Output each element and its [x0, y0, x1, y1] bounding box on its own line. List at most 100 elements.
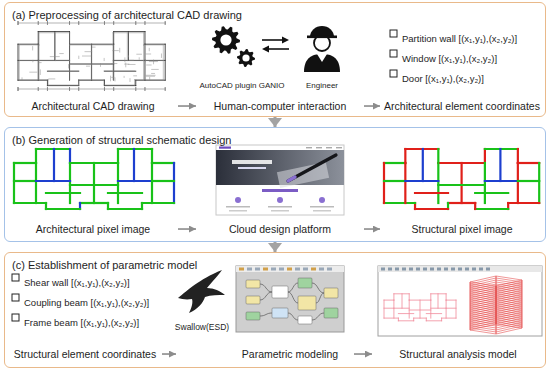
tower-column [496, 276, 497, 324]
component-wire [260, 292, 272, 300]
plan-wall-line [398, 320, 413, 321]
step-block: Cloud design platform [196, 141, 364, 240]
dimension-tick [69, 87, 70, 91]
exchange-arrow [267, 48, 289, 50]
component-block [272, 308, 288, 318]
text-slot: Door [(x₁,y₁),(x₂,y₂)] [402, 68, 542, 86]
plan-wall-line [104, 84, 135, 85]
toolbar-icon [444, 268, 448, 271]
plan-wall-line [14, 202, 46, 204]
plan-wall-line [38, 31, 69, 32]
plan-wall-line [384, 308, 394, 309]
dimension-tick [144, 87, 145, 91]
dimension-tick [104, 87, 105, 91]
toolbar-bar [378, 266, 542, 272]
plan-wall-line [39, 32, 70, 33]
cad-detail [32, 60, 33, 62]
plan-wall-line [18, 44, 38, 45]
cad-detail [146, 75, 156, 76]
plan-wall-line [384, 300, 385, 318]
plan-wall-line [127, 33, 128, 61]
plan-wall-line [69, 33, 70, 45]
text-slot: Architectural pixel image [8, 219, 178, 237]
plan-wall-line [475, 208, 508, 210]
component-block [324, 308, 338, 318]
cad-detail [22, 77, 23, 80]
plan-wall-line [415, 192, 448, 194]
plan-wall-line [18, 60, 38, 61]
step-block: AutoCAD plugin GANIOEngineerHuman-comput… [196, 16, 364, 114]
dimension-tick [165, 87, 166, 91]
plan-wall-line [108, 208, 142, 210]
floor-plan [19, 33, 163, 85]
plan-wall-line [48, 71, 79, 72]
plan-wall-line [446, 308, 456, 309]
plan-wall-line [47, 80, 48, 85]
cad-illustration [8, 16, 178, 114]
cad-detail [92, 47, 96, 48]
dimension-tick [38, 87, 39, 91]
plan-wall-line [165, 44, 166, 80]
cad-detail [29, 72, 37, 73]
plan-wall-line [484, 163, 486, 203]
dimension-tick [113, 87, 114, 91]
plan-wall-line [70, 64, 114, 65]
component-wire [288, 313, 298, 320]
plan-wall-line [91, 44, 92, 80]
toolbar-icon [409, 268, 413, 271]
dimension-tick [165, 21, 166, 25]
plan-wall-line [112, 33, 113, 45]
dimension-tick [47, 21, 48, 25]
plan-wall-line [104, 71, 135, 72]
check-box [390, 50, 397, 57]
plan-wall-line [18, 44, 19, 80]
dimension-tick [38, 21, 39, 25]
component-wire [312, 283, 324, 293]
plan-wall-line [113, 44, 114, 80]
plan-wall-line [415, 208, 448, 210]
floor-plan [384, 149, 539, 209]
plan-wall-line [438, 184, 485, 186]
tool-label: AutoCAD plugin GANIO [200, 81, 285, 90]
text-slot: Frame beam [(x₁,y₁),(x₂,y₂)] [24, 312, 162, 330]
component-wire [316, 293, 324, 303]
dimension-tick [18, 21, 19, 25]
screenshot-frame [236, 266, 344, 332]
plan-wall-line [173, 163, 175, 203]
text-slot: Cloud design platform [196, 219, 364, 237]
text-slot: AutoCAD plugin GANIO [196, 74, 288, 92]
cad-detail [129, 60, 134, 61]
cad-detail [153, 59, 154, 64]
plan-wall-line [517, 149, 519, 163]
toolbar-icon [458, 268, 462, 271]
dimension-tick [18, 87, 19, 91]
plan-wall-line [393, 294, 394, 300]
plan-wall-line [48, 84, 79, 85]
swallow-eye [210, 286, 212, 288]
text-slot: Swallow(ESD) [172, 316, 232, 334]
pen-shape [288, 155, 336, 181]
step-block: Architectural pixel image [8, 141, 178, 240]
plan-wall-line [438, 294, 439, 308]
plan-wall-line [128, 32, 129, 61]
plan-wall-line [441, 318, 442, 321]
plan-wall-line [404, 149, 406, 163]
dimension-line [18, 23, 166, 24]
plan-wall-line [484, 149, 486, 163]
dimension-tick [38, 87, 39, 91]
feature-text-bar [229, 210, 247, 212]
plan-wall-line [113, 32, 144, 33]
text-slot: Structural analysis model [372, 344, 544, 362]
plan-wall-line [113, 32, 114, 45]
plan-wall-line [135, 79, 164, 80]
element-item: Frame beam [(x₁,y₁),(x₂,y₂)] [24, 318, 139, 329]
component-wire [260, 284, 272, 292]
dimension-tick [47, 87, 48, 91]
step-block: Structural pixel image [380, 141, 544, 240]
feature-text-bar [226, 206, 250, 208]
panel-title: (a) Preprocessing of architectural CAD d… [12, 9, 242, 22]
stage-arrow [274, 117, 277, 127]
toolbar-icon [295, 268, 300, 271]
step-block: Partition wall [(x₁,y₁),(x₂,y₂)]Window [… [380, 16, 544, 114]
